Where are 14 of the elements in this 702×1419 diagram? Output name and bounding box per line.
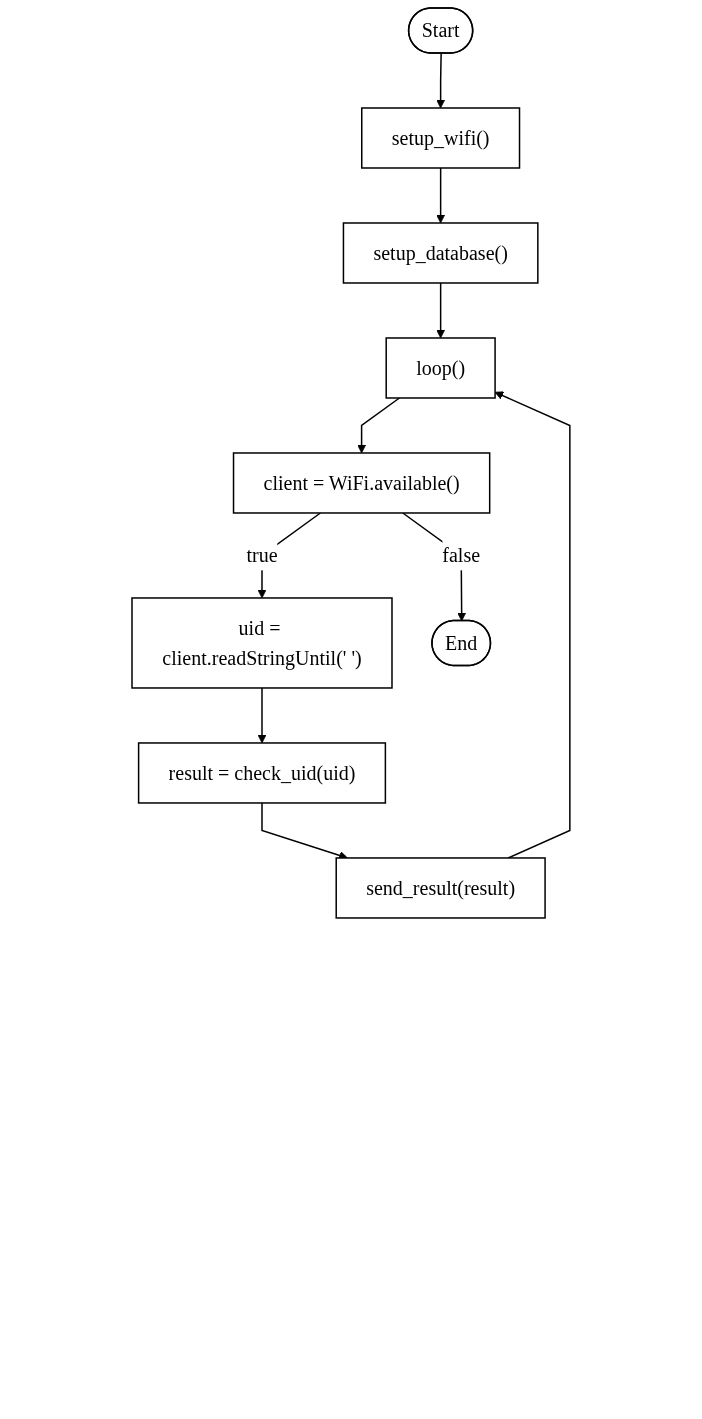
edge-label: false bbox=[442, 544, 481, 567]
arrow bbox=[257, 687, 267, 744]
node-box: client = WiFi.available() bbox=[232, 452, 491, 514]
node-box: setup_wifi() bbox=[361, 107, 521, 169]
arrow bbox=[436, 282, 446, 339]
arrow bbox=[436, 167, 446, 224]
node-box: result = check_uid(uid) bbox=[137, 742, 387, 804]
node-box: loop() bbox=[385, 337, 496, 399]
arrow bbox=[436, 52, 446, 109]
node-box: send_result(result) bbox=[335, 857, 546, 919]
node-box: setup_database() bbox=[342, 222, 539, 284]
edge-label: true bbox=[246, 544, 278, 567]
arrow bbox=[357, 397, 401, 454]
node-box: uid = client.readStringUntil(' ') bbox=[131, 597, 393, 689]
